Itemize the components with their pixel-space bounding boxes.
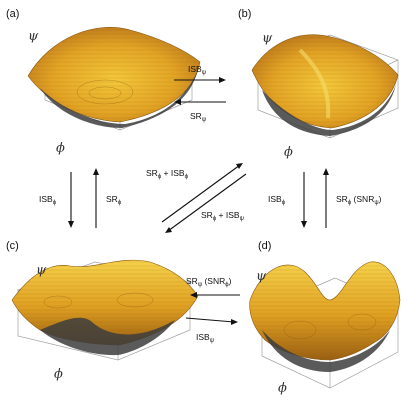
- arrow-d-to-b-head: [323, 168, 329, 175]
- transition-arrows: [68, 77, 329, 325]
- arrow-c-to-b: [161, 164, 241, 223]
- label-d-to-b: SRϕ (SNRψ): [336, 194, 382, 206]
- arrow-c-to-d-head: [231, 319, 238, 325]
- panel-c-phi-axis: ϕ: [54, 367, 63, 382]
- panel-d-psi-axis: ψ: [256, 269, 267, 284]
- label-diag-down: SRϕ + ISBψ: [201, 210, 244, 222]
- label-d-to-c: SRψ (SNRϕ): [186, 276, 232, 288]
- panel-c-psi-axis: ψ: [36, 263, 47, 278]
- arrow-d-to-c-head: [190, 292, 197, 298]
- panel-c: (c) ψ ϕ: [6, 240, 199, 382]
- panel-b: (b) ψ ϕ: [238, 8, 399, 160]
- arrow-b-to-c-head: [165, 227, 172, 233]
- panel-d: (d) ψ ϕ: [249, 240, 401, 396]
- arrow-c-to-d: [185, 317, 235, 323]
- arrow-c-to-a-head: [93, 168, 99, 175]
- arrow-c-to-b-head: [236, 163, 243, 169]
- panel-d-phi-axis: ϕ: [278, 381, 287, 396]
- arrow-a-to-b-head: [219, 77, 226, 83]
- panel-b-phi-axis: ϕ: [284, 145, 293, 160]
- panel-a: (a) ψ ϕ: [6, 8, 201, 156]
- panel-d-label: (d): [258, 240, 271, 252]
- label-a-to-b: ISBψ: [188, 64, 206, 76]
- label-c-to-d: ISBψ: [196, 332, 214, 344]
- label-b-to-a: SRψ: [190, 111, 206, 123]
- panel-c-label: (c): [6, 240, 19, 252]
- arrow-a-to-c-head: [68, 221, 74, 228]
- panel-a-psi-axis: ψ: [28, 29, 39, 44]
- label-c-to-a: SRϕ: [106, 194, 122, 206]
- label-a-to-c: ISBϕ: [39, 194, 57, 206]
- label-b-to-d: ISBϕ: [268, 194, 286, 206]
- arrow-b-to-c: [167, 173, 247, 232]
- arrow-b-to-a-head: [174, 99, 181, 105]
- panel-b-label: (b): [238, 8, 251, 20]
- panel-a-label: (a): [6, 8, 19, 20]
- panel-b-psi-axis: ψ: [262, 31, 273, 46]
- arrow-b-to-d-head: [301, 221, 307, 228]
- panel-a-phi-axis: ϕ: [56, 141, 65, 156]
- label-diag-up: SRϕ + ISBϕ: [146, 168, 189, 180]
